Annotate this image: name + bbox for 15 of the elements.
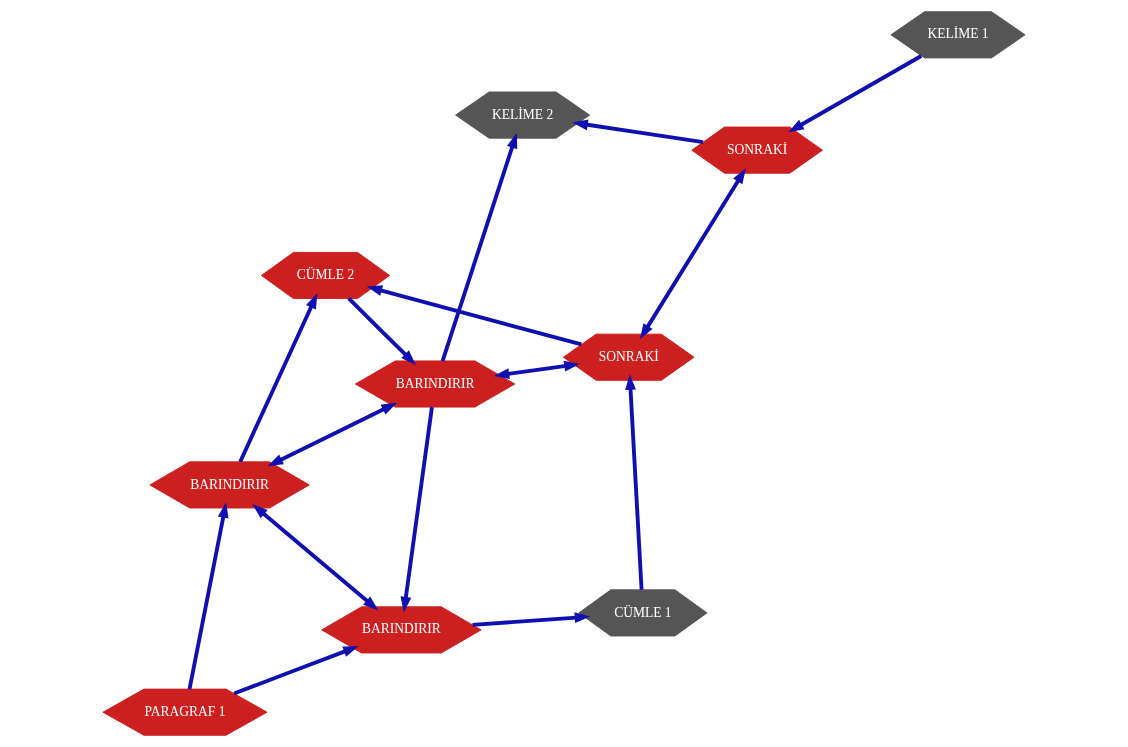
arrow [366,285,582,347]
arrow [440,132,518,362]
arrow [267,402,397,467]
arrow [187,502,229,690]
arrow [238,293,318,463]
arrow [639,168,746,340]
arrow [252,504,379,611]
arrow [472,612,591,627]
arrow [400,406,434,613]
arrow [347,297,417,366]
arrow [625,374,644,590]
arrow [233,646,359,696]
arrow [788,54,923,133]
arrow [493,360,580,380]
arrow [572,119,704,144]
